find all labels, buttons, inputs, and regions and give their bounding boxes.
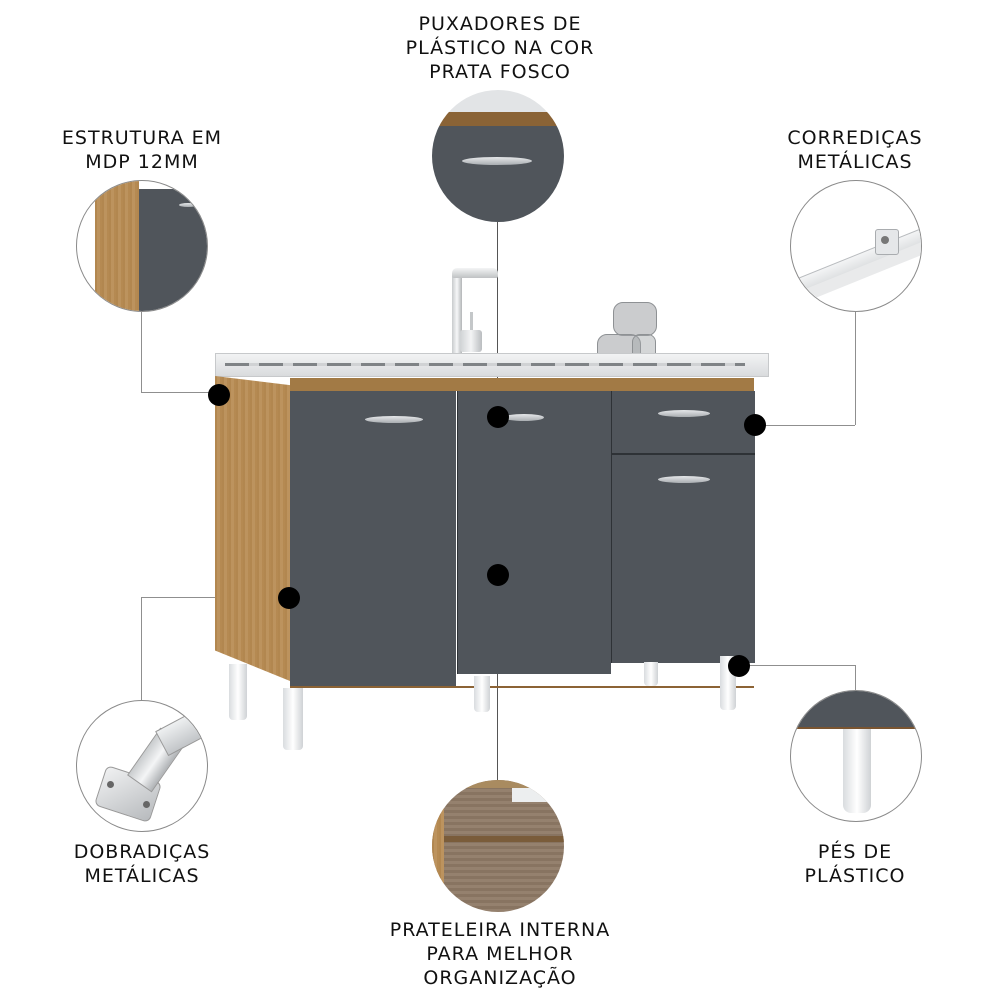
label-line: PRATA FOSCO xyxy=(429,61,571,83)
foot-closeup-icon xyxy=(790,690,922,822)
shelf-closeup-icon xyxy=(432,780,564,912)
marker-slides-dot[interactable] xyxy=(744,414,766,436)
marker-shelf-dot[interactable] xyxy=(487,564,509,586)
label-line: PARA MELHOR xyxy=(426,943,574,965)
leader-line-feet-v xyxy=(855,665,856,690)
handle-drawer-icon xyxy=(658,410,710,417)
label-line: METÁLICAS xyxy=(84,865,200,887)
label-slides: CORREDIÇAS METÁLICAS xyxy=(765,126,945,174)
leg-icon xyxy=(283,688,303,750)
hinge-closeup-icon xyxy=(76,700,208,832)
door-middle[interactable] xyxy=(457,391,611,674)
label-structure: ESTRUTURA EM MDP 12MM xyxy=(52,126,232,174)
label-shelf: PRATELEIRA INTERNA PARA MELHOR ORGANIZAÇ… xyxy=(370,918,630,990)
label-line: MDP 12MM xyxy=(85,151,199,173)
label-handles: PUXADORES DE PLÁSTICO NA COR PRATA FOSCO xyxy=(380,12,620,84)
label-line: PRATELEIRA INTERNA xyxy=(389,919,611,941)
label-line: PÉS DE xyxy=(817,841,893,863)
leader-line-shelf xyxy=(497,575,498,780)
label-line: PLÁSTICO xyxy=(804,865,906,887)
front-edge xyxy=(290,378,754,391)
leader-line-handles xyxy=(497,222,498,414)
door-left[interactable] xyxy=(290,391,456,688)
leader-line-slides xyxy=(855,312,856,425)
handle-right-icon xyxy=(658,476,710,483)
label-line: PUXADORES DE xyxy=(418,13,582,35)
handle-closeup-icon xyxy=(432,90,564,222)
drawer-slide-closeup-icon xyxy=(790,180,922,312)
leg-icon xyxy=(644,662,658,686)
label-line: CORREDIÇAS xyxy=(787,127,923,149)
handle-middle-icon xyxy=(504,414,544,421)
label-hinges: DOBRADIÇAS METÁLICAS xyxy=(52,840,232,888)
door-right[interactable] xyxy=(611,455,755,663)
label-line: METÁLICAS xyxy=(797,151,913,173)
leader-line-structure-h xyxy=(141,392,221,393)
leader-line-hinges-v xyxy=(141,597,142,700)
leader-line-structure xyxy=(141,312,142,392)
side-panel xyxy=(215,376,290,681)
leg-icon xyxy=(229,664,247,720)
marker-hinges-dot[interactable] xyxy=(278,587,300,609)
handle-left-icon xyxy=(365,416,423,423)
leader-line-feet xyxy=(738,665,855,666)
marker-handles-dot[interactable] xyxy=(487,406,509,428)
label-line: DOBRADIÇAS xyxy=(73,841,211,863)
label-line: PLÁSTICO NA COR xyxy=(405,37,595,59)
label-feet: PÉS DE PLÁSTICO xyxy=(765,840,945,888)
leader-line-slides-h xyxy=(755,425,855,426)
marker-feet-dot[interactable] xyxy=(728,655,750,677)
drawer[interactable] xyxy=(611,391,755,455)
leg-icon xyxy=(474,676,490,712)
label-line: ESTRUTURA EM xyxy=(61,127,223,149)
marker-structure-dot[interactable] xyxy=(208,384,230,406)
label-line: ORGANIZAÇÃO xyxy=(423,967,577,989)
mdp-panel-closeup-icon xyxy=(76,180,208,312)
